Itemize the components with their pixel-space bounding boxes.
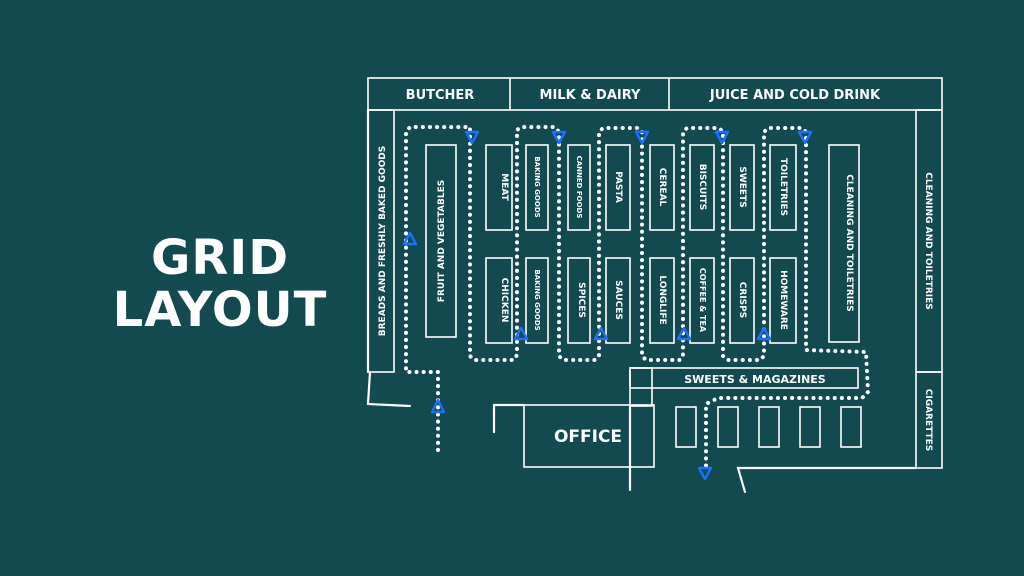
checkout-counter (675, 406, 697, 448)
aisle-baking-goods-2 (525, 257, 549, 344)
section-juice-cold-drink: JUICE AND COLD DRINK (709, 88, 881, 103)
aisle-homeware (769, 257, 797, 344)
customer-path (404, 125, 870, 472)
aisle-canned-foods-label: CANNED FOODS (575, 156, 583, 219)
checkout-counter (840, 406, 862, 448)
checkout-counter (758, 406, 780, 448)
direction-arrow-icon (464, 130, 480, 145)
aisle-toiletries-label: TOILETRIES (778, 158, 788, 216)
cigarettes-label: CIGARETTES (923, 389, 933, 452)
aisle-chicken-label: CHICKEN (499, 278, 509, 323)
aisle-longlife (649, 257, 675, 344)
direction-arrow-icon (513, 326, 529, 341)
page-title: GRID LAYOUT (100, 232, 340, 336)
aisle-pasta-label: PASTA (613, 171, 623, 203)
sweets-magazines-label: SWEETS & MAGAZINES (684, 373, 826, 386)
direction-arrow-icon (430, 398, 446, 414)
aisle-cleaning-toiletries-label: CLEANING AND TOILETRIES (844, 174, 854, 312)
aisle-meat (485, 144, 513, 231)
title-line-1: GRID (150, 230, 290, 286)
checkout-end-cap (629, 367, 653, 407)
aisle-sweets (729, 144, 755, 231)
right-wall-label: CLEANING AND TOILETRIES (923, 172, 933, 310)
direction-arrow-icon (593, 326, 609, 341)
aisle-cereal (649, 144, 675, 231)
aisle-biscuits-label: BISCUITS (697, 164, 707, 211)
aisle-chicken (485, 257, 513, 344)
direction-arrow-icon (756, 326, 772, 341)
aisle-fruit-veg-label: FRUIT AND VEGETABLES (437, 180, 447, 302)
aisle-coffee-tea (689, 257, 715, 344)
wall-exit (736, 466, 918, 494)
aisle-toiletries (769, 144, 797, 231)
aisle-canned-foods (567, 144, 591, 231)
aisle-fruit-veg (425, 144, 457, 338)
aisle-pasta (605, 144, 631, 231)
aisle-baking-goods (525, 144, 549, 231)
aisle-baking-goods-2-label: BAKING GOODS (533, 269, 541, 330)
aisle-spices (567, 257, 591, 344)
left-wall-label: BREADS AND FRESHLY BAKED GOODS (378, 146, 388, 337)
direction-arrow-icon (697, 466, 713, 481)
aisle-biscuits (689, 144, 715, 231)
aisle-sauces (605, 257, 631, 344)
wall-entrance-right (492, 403, 526, 434)
office-room (523, 404, 655, 468)
aisle-spices-label: SPICES (576, 282, 586, 318)
aisle-cleaning-toiletries (828, 144, 860, 343)
direction-arrow-icon (797, 130, 813, 145)
aisle-crisps (729, 257, 755, 344)
section-milk-dairy: MILK & DAIRY (540, 88, 642, 103)
aisle-baking-goods-label: BAKING GOODS (533, 156, 541, 217)
aisle-sauces-label: SAUCES (613, 280, 623, 320)
aisle-longlife-label: LONGLIFE (657, 275, 667, 324)
wall-left-bottom (366, 370, 412, 408)
checkout-counter (799, 406, 821, 448)
direction-arrow-icon (402, 231, 418, 246)
top-sections-outline (367, 77, 943, 111)
direction-arrow-icon (551, 130, 567, 145)
title-line-2: LAYOUT (112, 282, 328, 338)
direction-arrow-icon (676, 326, 692, 341)
aisle-coffee-tea-label: COFFEE & TEA (698, 268, 707, 333)
aisle-cereal-label: CEREAL (657, 168, 667, 207)
direction-arrow-icon (634, 130, 650, 145)
direction-arrow-icon (714, 130, 730, 145)
aisle-meat-label: MEAT (499, 173, 509, 201)
section-butcher: BUTCHER (406, 88, 475, 103)
aisle-sweets-label: SWEETS (737, 166, 747, 207)
cigarettes-shelf (915, 371, 943, 469)
aisle-homeware-label: HOMEWARE (778, 270, 788, 330)
aisle-crisps-label: CRISPS (737, 282, 747, 318)
checkout-counter (717, 406, 739, 448)
office-label: OFFICE (554, 427, 622, 447)
